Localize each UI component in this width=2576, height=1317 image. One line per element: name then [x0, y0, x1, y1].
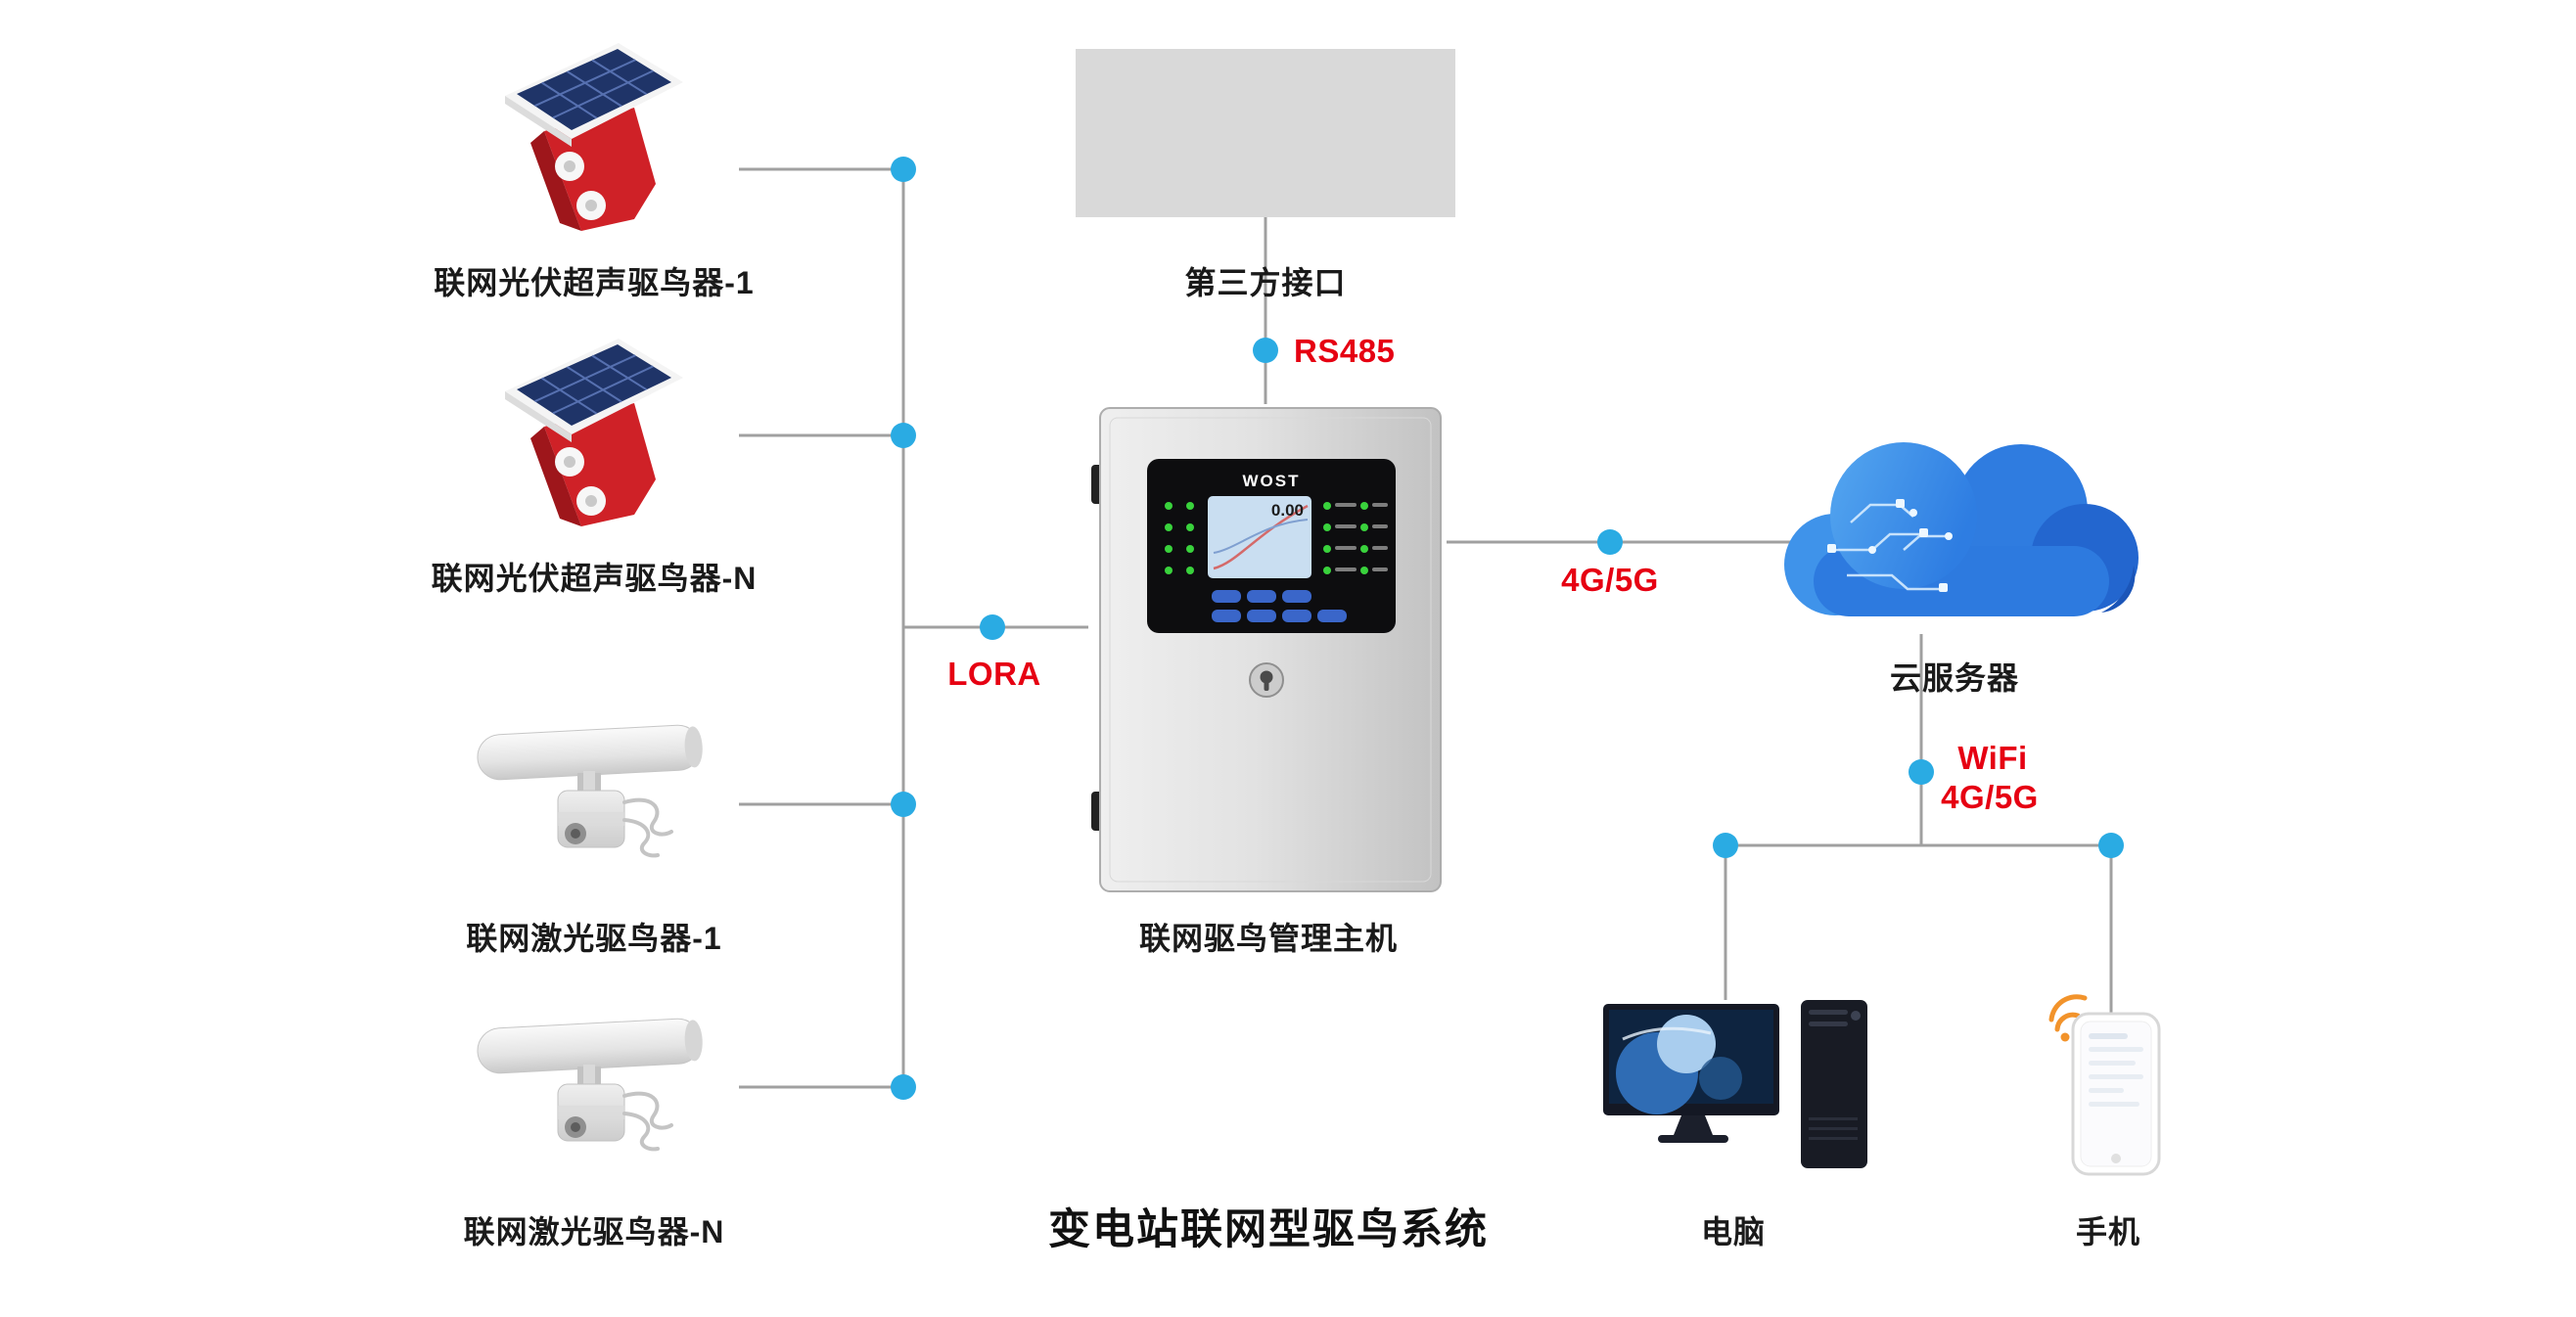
laser-repeller-n-illustration [468, 990, 711, 1186]
computer-illustration [1603, 1000, 1882, 1178]
indicator-leds [1165, 502, 1368, 574]
circuit-traces [1835, 503, 1947, 591]
host-cabinet-illustration: WOST 0.00 [1088, 404, 1447, 897]
connection-dot-phone [2098, 833, 2124, 858]
connection-dot [891, 1074, 916, 1100]
solar-repeller-n-illustration [487, 333, 695, 538]
cellular-label: 4G/5G [1561, 562, 1659, 598]
wifi-signal-icon [2048, 994, 2088, 1032]
laser-repeller-n-label: 联网激光驱鸟器-N [463, 1214, 725, 1249]
lora-label: LORA [947, 656, 1041, 692]
cabinet-lock [1249, 662, 1284, 698]
laser-repeller-icon [477, 724, 703, 858]
panel-buttons [1212, 590, 1347, 622]
cloud-server-label: 云服务器 [1889, 660, 2020, 696]
computer-label: 电脑 [1700, 1214, 1767, 1249]
third-party-interface-label: 第三方接口 [1184, 265, 1347, 300]
host-label: 联网驱鸟管理主机 [1138, 921, 1399, 956]
connection-dot [891, 792, 916, 817]
rs485-label: RS485 [1294, 333, 1396, 369]
connection-dot-lora [980, 614, 1005, 640]
connection-dot-cellular [1597, 529, 1623, 555]
connection-dot [891, 157, 916, 182]
circuit-nodes [1827, 499, 1953, 592]
host-brand-text: WOST [1243, 472, 1301, 490]
phone-label: 手机 [2075, 1214, 2141, 1249]
connection-dot-rs485 [1253, 338, 1278, 363]
laser-repeller-1-label: 联网激光驱鸟器-1 [466, 921, 722, 956]
monitor-stand [1674, 1115, 1713, 1135]
computer-icon [1603, 1000, 1867, 1168]
host-cabinet-icon: WOST 0.00 [1091, 407, 1442, 892]
solar-ultrasonic-repeller-icon [505, 339, 683, 526]
page-title: 变电站联网型驱鸟系统 [1048, 1206, 1489, 1253]
laser-repeller-1-illustration [468, 697, 711, 892]
third-party-interface-box [1076, 49, 1455, 217]
solar-repeller-1-label: 联网光伏超声驱鸟器-1 [434, 265, 755, 300]
solar-ultrasonic-repeller-icon [505, 43, 683, 231]
phone-icon [2071, 1012, 2161, 1176]
host-control-panel: WOST 0.00 [1147, 459, 1396, 633]
connection-dot-wifi [1909, 759, 1934, 785]
connection-dot [891, 423, 916, 448]
connection-dot-computer [1713, 833, 1738, 858]
cloud-icon [1784, 442, 2139, 616]
wifi-label-line1: WiFi [1957, 740, 2028, 776]
solar-repeller-n-label: 联网光伏超声驱鸟器-N [431, 561, 758, 596]
panel-micro-text [1335, 503, 1388, 571]
phone-illustration [2044, 986, 2173, 1182]
solar-repeller-1-illustration [487, 37, 695, 243]
host-screen-value: 0.00 [1271, 501, 1304, 520]
cloud-server-illustration [1757, 403, 2153, 648]
wifi-label-line2: 4G/5G [1941, 779, 2039, 815]
computer-tower [1801, 1000, 1867, 1168]
laser-repeller-icon [477, 1018, 703, 1152]
